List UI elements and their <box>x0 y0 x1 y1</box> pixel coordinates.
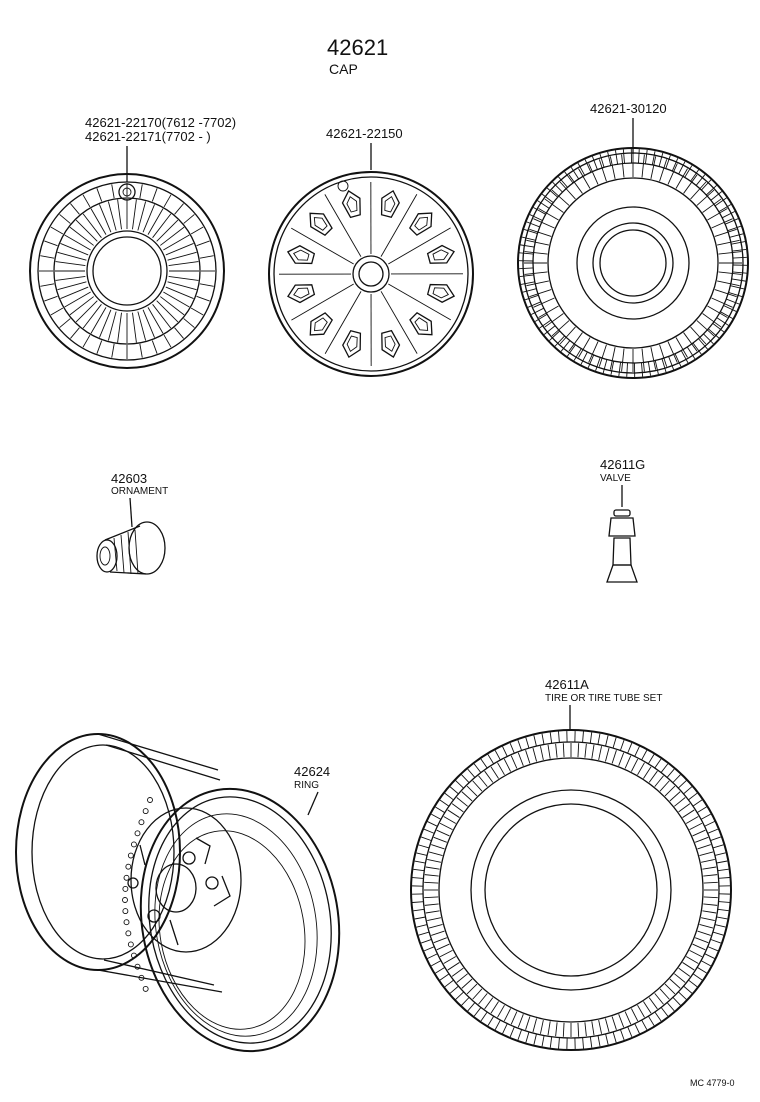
valve-part[interactable]: 42611G VALVE <box>600 457 645 583</box>
header-part-number: 42621 <box>327 35 388 60</box>
hubcap-a[interactable]: 42621-22170(7612 -7702) 42621-22171(7702… <box>29 115 236 369</box>
wheel-and-ring[interactable]: 42624 RING <box>15 733 359 1067</box>
ring-name: RING <box>294 780 319 791</box>
tire-name: TIRE OR TIRE TUBE SET <box>545 693 662 704</box>
cap-b-label: 42621-22150 <box>326 126 403 141</box>
header-part-name: CAP <box>329 61 358 77</box>
valve-number: 42611G <box>600 457 645 472</box>
cap-a-label-2: 42621-22171(7702 - ) <box>85 129 211 144</box>
hubcap-c[interactable]: 42621-30120 <box>517 101 749 379</box>
ornament-name: ORNAMENT <box>111 486 168 497</box>
cap-a-label-1: 42621-22170(7612 -7702) <box>85 115 236 130</box>
diagram-code: MC 4779-0 <box>690 1078 735 1088</box>
ornament-part[interactable]: 42603 ORNAMENT <box>96 471 168 575</box>
valve-name: VALVE <box>600 473 631 484</box>
cap-c-label: 42621-30120 <box>590 101 667 116</box>
ornament-leader <box>129 497 133 528</box>
ring-number: 42624 <box>294 764 330 779</box>
ornament-number: 42603 <box>111 471 147 486</box>
hubcap-b[interactable]: 42621-22150 <box>268 126 474 377</box>
tire-part[interactable]: 42611A TIRE OR TIRE TUBE SET <box>410 677 732 1051</box>
ring-leader <box>307 791 319 816</box>
tire-number: 42611A <box>545 677 589 692</box>
